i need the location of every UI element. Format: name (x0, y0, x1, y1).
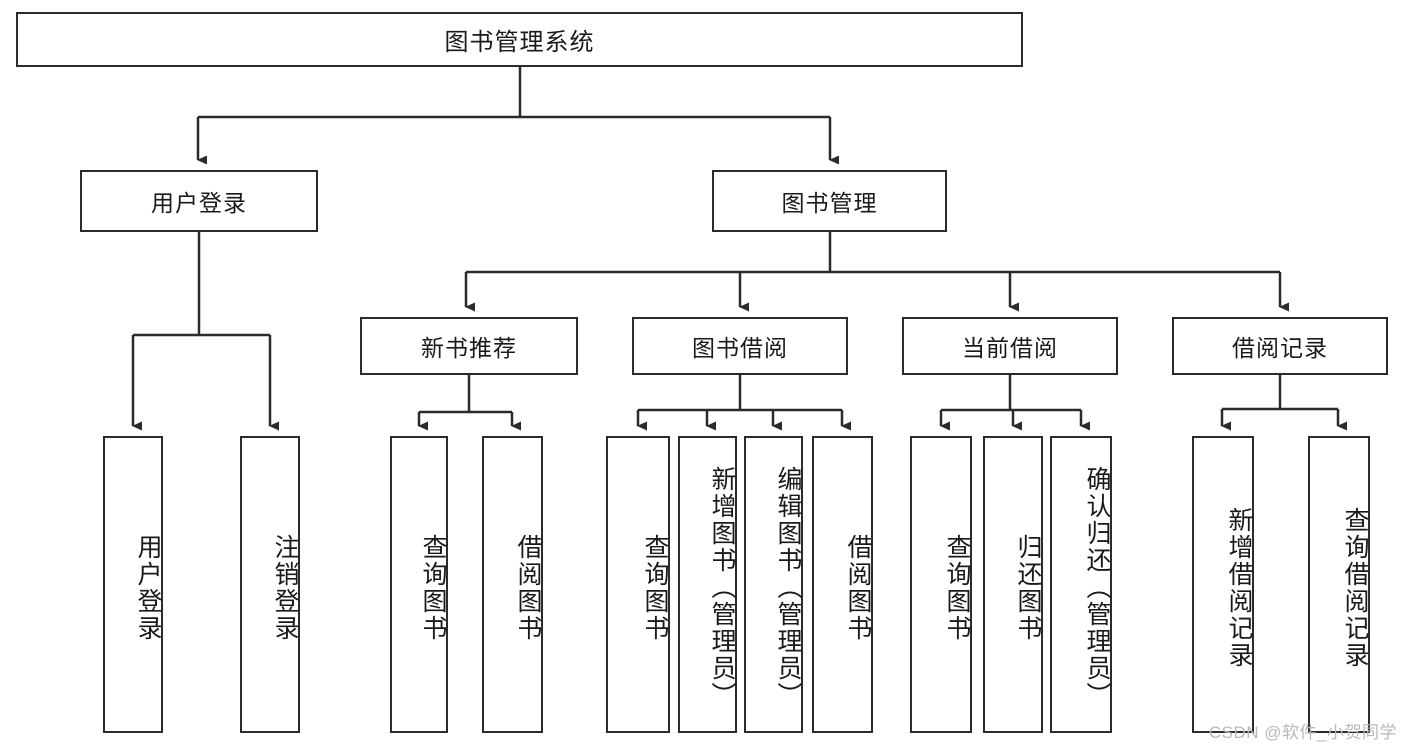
leaf-label: 新增图书（管理员） (708, 466, 736, 709)
leaf-new-book-query[interactable]: 查询图书 (390, 436, 448, 733)
leaf-borrow-borrow-book[interactable]: 借阅图书 (812, 436, 873, 733)
node-user-login[interactable]: 用户登录 (80, 170, 318, 232)
leaf-current-confirm-return[interactable]: 确认归还（管理员） (1050, 436, 1112, 733)
leaf-borrow-add-book[interactable]: 新增图书（管理员） (678, 436, 737, 733)
leaf-label: 新增借阅记录 (1225, 506, 1253, 669)
leaf-current-return-book[interactable]: 归还图书 (983, 436, 1043, 733)
leaf-label: 注销登录 (271, 533, 299, 642)
node-borrow-record[interactable]: 借阅记录 (1172, 317, 1388, 375)
watermark-text: CSDN @软件_小贺同学 (1208, 723, 1397, 742)
leaf-label: 查询借阅记录 (1341, 506, 1369, 669)
leaf-label: 借阅图书 (514, 533, 542, 642)
leaf-borrow-query-book[interactable]: 查询图书 (606, 436, 670, 733)
leaf-label: 归还图书 (1014, 533, 1042, 642)
node-current-borrow[interactable]: 当前借阅 (902, 317, 1118, 375)
leaf-record-query[interactable]: 查询借阅记录 (1308, 436, 1370, 733)
node-new-book-recommend[interactable]: 新书推荐 (360, 317, 578, 375)
leaf-label: 查询图书 (943, 533, 971, 642)
leaf-label: 用户登录 (134, 533, 162, 642)
leaf-new-book-borrow[interactable]: 借阅图书 (482, 436, 543, 733)
leaf-label: 确认归还（管理员） (1083, 466, 1111, 709)
leaf-label: 查询图书 (641, 533, 669, 642)
leaf-user-login-signin[interactable]: 用户登录 (103, 436, 163, 733)
node-book-borrow[interactable]: 图书借阅 (632, 317, 848, 375)
leaf-label: 查询图书 (419, 533, 447, 642)
leaf-user-login-signout[interactable]: 注销登录 (240, 436, 300, 733)
leaf-label: 借阅图书 (844, 533, 872, 642)
node-book-management[interactable]: 图书管理 (712, 170, 947, 232)
leaf-record-add[interactable]: 新增借阅记录 (1192, 436, 1254, 733)
leaf-current-query-book[interactable]: 查询图书 (910, 436, 972, 733)
leaf-label: 编辑图书（管理员） (774, 466, 802, 709)
node-root-system[interactable]: 图书管理系统 (16, 12, 1023, 67)
leaf-borrow-edit-book[interactable]: 编辑图书（管理员） (744, 436, 803, 733)
